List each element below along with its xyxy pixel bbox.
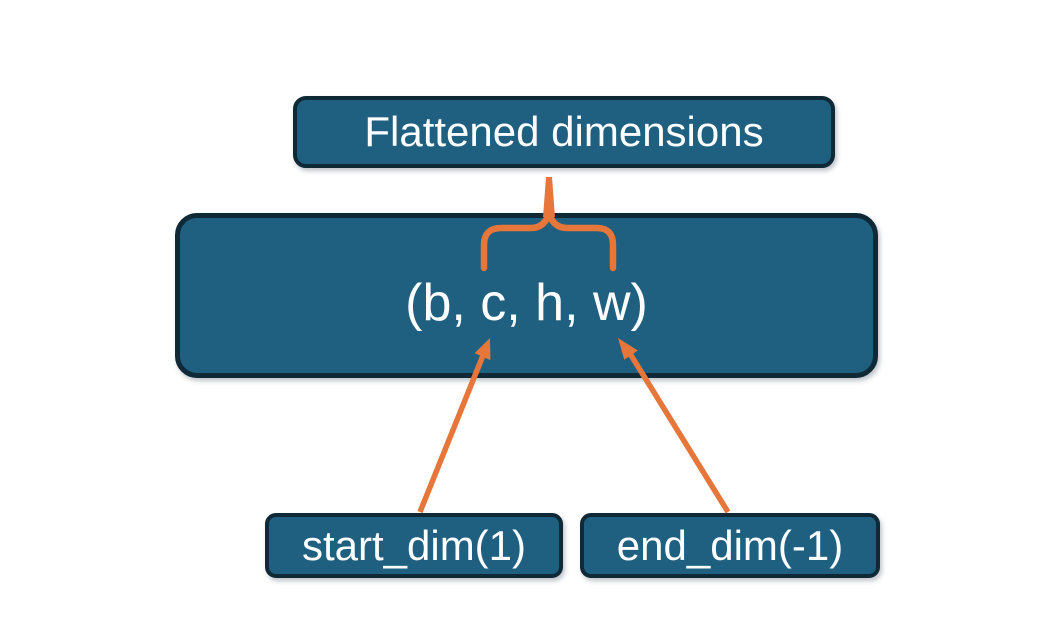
flattened-dimensions-label: Flattened dimensions: [364, 108, 764, 155]
brace-stem-icon: [543, 177, 555, 217]
tensor-shape-box: (b, c, h, w): [175, 213, 878, 378]
flattened-dimensions-box: Flattened dimensions: [293, 96, 835, 168]
end-dim-label: end_dim(-1): [616, 521, 844, 569]
start-dim-label: start_dim(1): [301, 521, 527, 569]
end-dim-box: end_dim(-1): [580, 513, 880, 578]
tensor-shape-label: (b, c, h, w): [405, 273, 648, 332]
start-dim-box: start_dim(1): [265, 513, 563, 578]
